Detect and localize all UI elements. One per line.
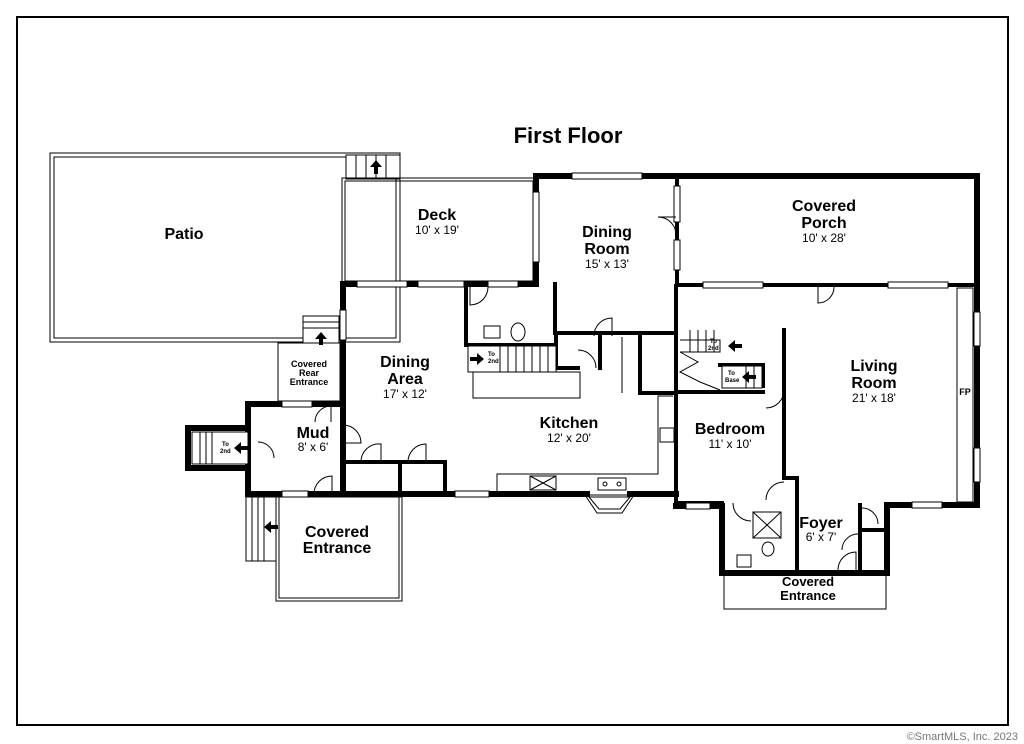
- kitchen-counters: [472, 337, 675, 514]
- stair-mud-label-2: 2nd: [220, 449, 231, 455]
- living-room-dims: 21' x 18': [852, 391, 896, 405]
- bedroom-label: Bedroom: [695, 421, 765, 438]
- covered-entrance-left-line1: Covered: [305, 524, 369, 541]
- dining-room-dims: 15' x 13': [585, 257, 629, 271]
- left-arrow-icon: [728, 340, 742, 352]
- covered-rear-entrance-line1: Covered: [291, 359, 327, 369]
- stair-right: To 2nd To Base: [678, 330, 763, 391]
- dining-room-label-2: Room: [584, 241, 629, 258]
- covered-entrance-right-line2: Entrance: [780, 588, 836, 603]
- fireplace-label: FP: [959, 387, 971, 397]
- foyer-dims: 6' x 7': [806, 530, 837, 544]
- stair-right-label-1: To: [710, 339, 717, 345]
- up-arrow-icon: [370, 160, 382, 174]
- living-room-label-1: Living: [850, 358, 897, 375]
- plan-frame: [16, 16, 1009, 726]
- stair-base-label-1: To: [728, 371, 735, 377]
- covered-porch-dims: 10' x 28': [802, 231, 846, 245]
- living-room-label-2: Room: [851, 375, 896, 392]
- plan-title: First Floor: [514, 123, 623, 148]
- stair-right-label-2: 2nd: [708, 346, 719, 352]
- deck-dims: 10' x 19': [415, 223, 459, 237]
- mud-dims: 8' x 6': [298, 440, 329, 454]
- up-arrow-icon: [315, 332, 327, 345]
- stair-middle-label-2: 2nd: [488, 359, 499, 365]
- dining-area-label-2: Area: [387, 371, 423, 388]
- stair-mud-label-1: To: [222, 442, 229, 448]
- bathroom-fixtures: [483, 322, 782, 568]
- stair-middle: To 2nd: [467, 345, 557, 373]
- covered-entrance-left: Covered Entrance: [245, 496, 403, 602]
- patio-label: Patio: [164, 226, 203, 243]
- doors: [257, 216, 879, 571]
- right-arrow-icon: [470, 353, 484, 365]
- left-arrow-icon: [264, 521, 278, 533]
- left-arrow-icon: [234, 442, 248, 454]
- mud-label: Mud: [297, 425, 330, 442]
- dining-area-dims: 17' x 12': [383, 387, 427, 401]
- dining-room-label-1: Dining: [582, 224, 632, 241]
- covered-porch-label-1: Covered: [792, 198, 856, 215]
- covered-rear-entrance-line2: Rear: [299, 368, 320, 378]
- covered-rear-entrance-line3: Entrance: [290, 377, 329, 387]
- covered-rear-entrance: Covered Rear Entrance: [277, 315, 341, 402]
- windows: [281, 172, 981, 510]
- bedroom-dims: 11' x 10': [708, 437, 751, 451]
- left-arrow-icon: [742, 371, 756, 383]
- deck-label: Deck: [418, 207, 456, 224]
- dining-area-label-1: Dining: [380, 354, 430, 371]
- kitchen-label: Kitchen: [540, 415, 599, 432]
- copyright-text: ©SmartMLS, Inc. 2023: [907, 731, 1018, 743]
- covered-entrance-left-line2: Entrance: [303, 540, 372, 557]
- stair-mud: To 2nd: [191, 431, 249, 465]
- stair-base-label-2: Base: [725, 378, 740, 384]
- covered-entrance-right: Covered Entrance: [723, 572, 887, 610]
- stair-middle-label-1: To: [488, 352, 495, 358]
- kitchen-dims: 12' x 20': [547, 431, 591, 445]
- deck: Deck 10' x 19': [341, 177, 537, 285]
- patio: Patio: [49, 152, 401, 343]
- covered-porch-label-2: Porch: [801, 215, 846, 232]
- foyer-label: Foyer: [799, 515, 843, 532]
- covered-entrance-right-line1: Covered: [782, 574, 834, 589]
